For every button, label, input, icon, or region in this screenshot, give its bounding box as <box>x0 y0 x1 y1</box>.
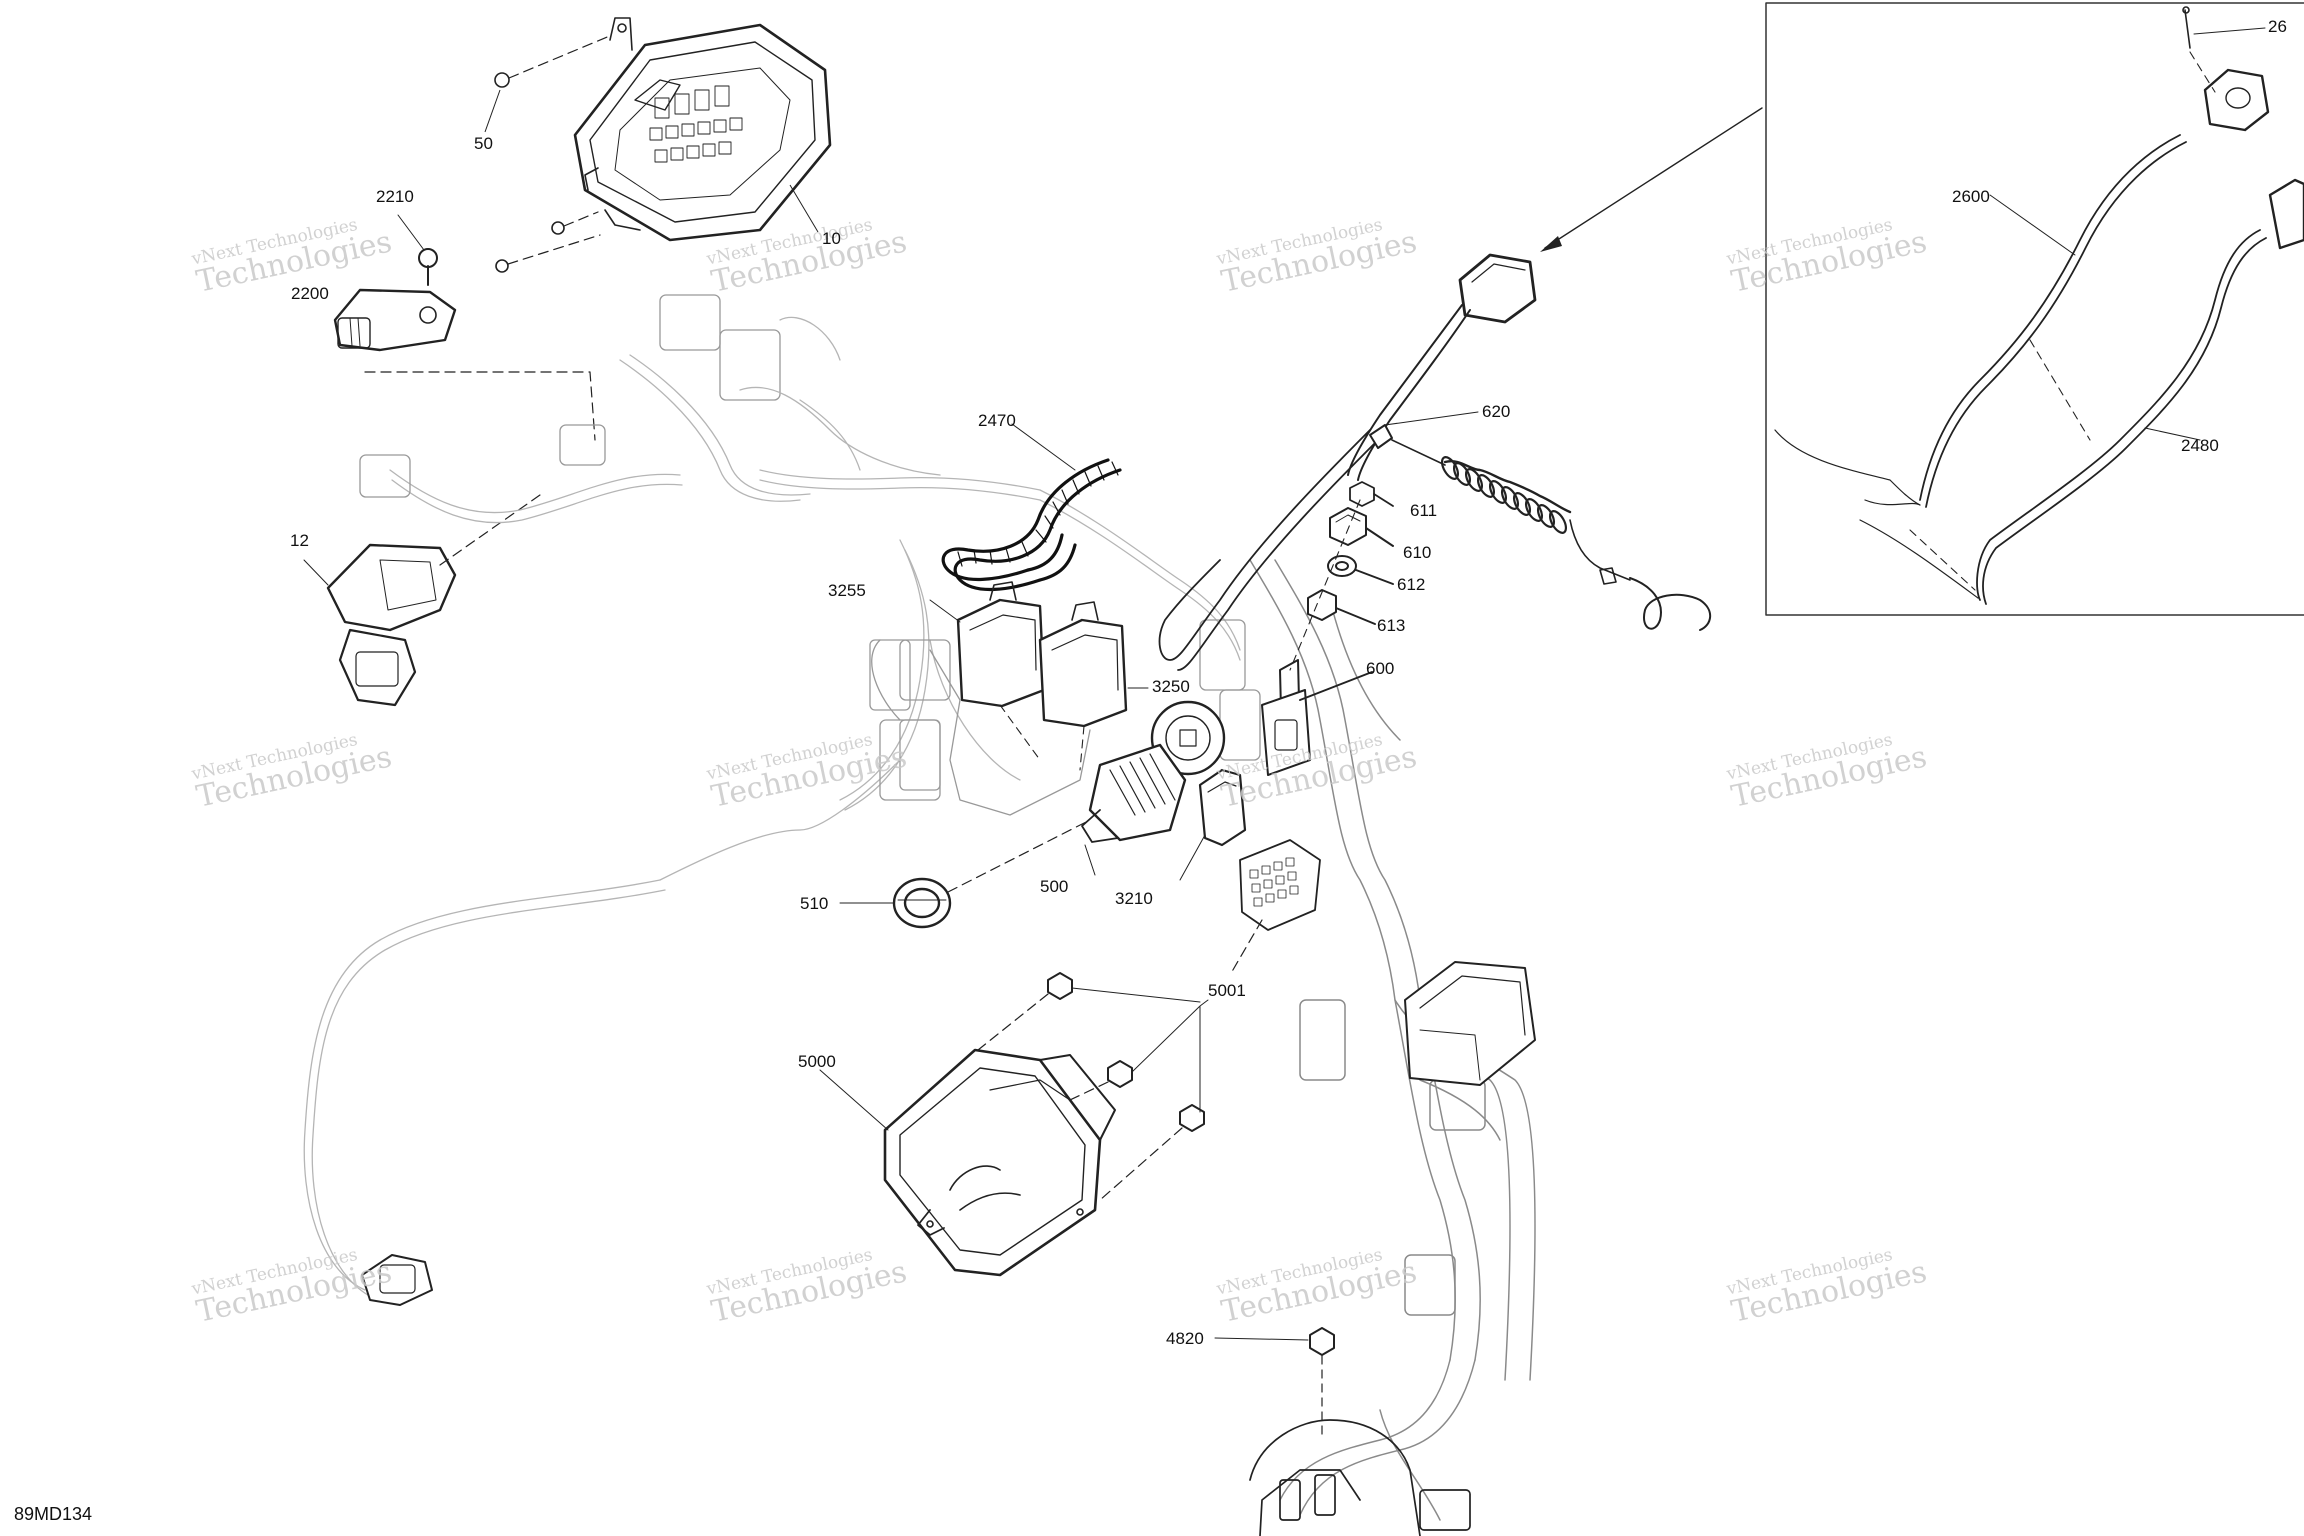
callout-2600: 2600 <box>1952 187 1990 206</box>
sensor-2200-part <box>333 288 457 352</box>
connector-3210-part <box>1179 768 1247 881</box>
harness-connector-block-part <box>1239 839 1321 931</box>
fuse-box-part <box>573 17 832 242</box>
callout-3255: 3255 <box>828 581 866 600</box>
callout-611: 611 <box>1410 501 1438 520</box>
screw-part <box>551 221 565 235</box>
inset-harness-2480-part <box>1859 229 2267 605</box>
callout-612: 612 <box>1397 575 1426 594</box>
callout-3210: 3210 <box>1115 889 1153 908</box>
ecm-5000-part <box>819 1048 1116 1277</box>
drawing-id: 89MD134 <box>14 1504 93 1524</box>
connector-12-part <box>303 543 457 707</box>
switch-3250-part <box>1038 601 1149 728</box>
callout-600: 600 <box>1366 659 1395 678</box>
callout-2200: 2200 <box>291 284 329 303</box>
callout-510: 510 <box>800 894 829 913</box>
nut-613-part <box>1307 589 1376 625</box>
callout-10: 10 <box>822 229 841 248</box>
callout-26: 26 <box>2268 17 2287 36</box>
dess-post-cable-part <box>1158 253 1537 671</box>
callout-12: 12 <box>290 531 309 550</box>
ring-nut-510-part <box>839 877 952 929</box>
callout-2470: 2470 <box>978 411 1016 430</box>
inset-harness-2600-part <box>1774 134 2187 508</box>
callout-50: 50 <box>474 134 493 153</box>
nut-610-part <box>1329 507 1394 547</box>
relay-module-part <box>1404 961 1536 1086</box>
inset-pin-part <box>2182 6 2266 49</box>
tether-cord-part <box>1369 424 1712 631</box>
bottom-left-connector-part <box>361 1254 433 1306</box>
detail-arrow-head <box>1540 236 1562 252</box>
callout-5001: 5001 <box>1208 981 1246 1000</box>
callout-2480: 2480 <box>2181 436 2219 455</box>
callout-3250: 3250 <box>1152 677 1190 696</box>
nut-5001-part <box>1047 972 1205 1132</box>
washer-612-part <box>1327 555 1394 585</box>
upper-harness-part <box>303 294 1261 1299</box>
inset-switch-part <box>2203 68 2304 250</box>
callout-4820: 4820 <box>1166 1329 1204 1348</box>
callout-5000: 5000 <box>798 1052 836 1071</box>
callout-2210: 2210 <box>376 187 414 206</box>
dess-post-600-part <box>1261 659 1373 776</box>
callout-613: 613 <box>1377 616 1406 635</box>
screw-part <box>494 72 510 88</box>
callout-610: 610 <box>1403 543 1432 562</box>
screw-part <box>495 259 509 273</box>
nut-611-part <box>1349 481 1394 507</box>
ground-stud-bracket-part <box>1249 1419 1471 1536</box>
nut-4820-part <box>1214 1327 1335 1356</box>
ignition-switch-500-part <box>1081 700 1226 876</box>
switch-bracket-part <box>869 639 1091 816</box>
detail-inset-frame <box>1765 2 2304 616</box>
bolt-2210-part <box>397 214 438 286</box>
detail-pointer-arrow <box>1544 107 1763 249</box>
callout-620: 620 <box>1482 402 1511 421</box>
switch-3255-part <box>929 581 1046 708</box>
callout-500: 500 <box>1040 877 1069 896</box>
conduit-2470-part <box>941 458 1122 591</box>
